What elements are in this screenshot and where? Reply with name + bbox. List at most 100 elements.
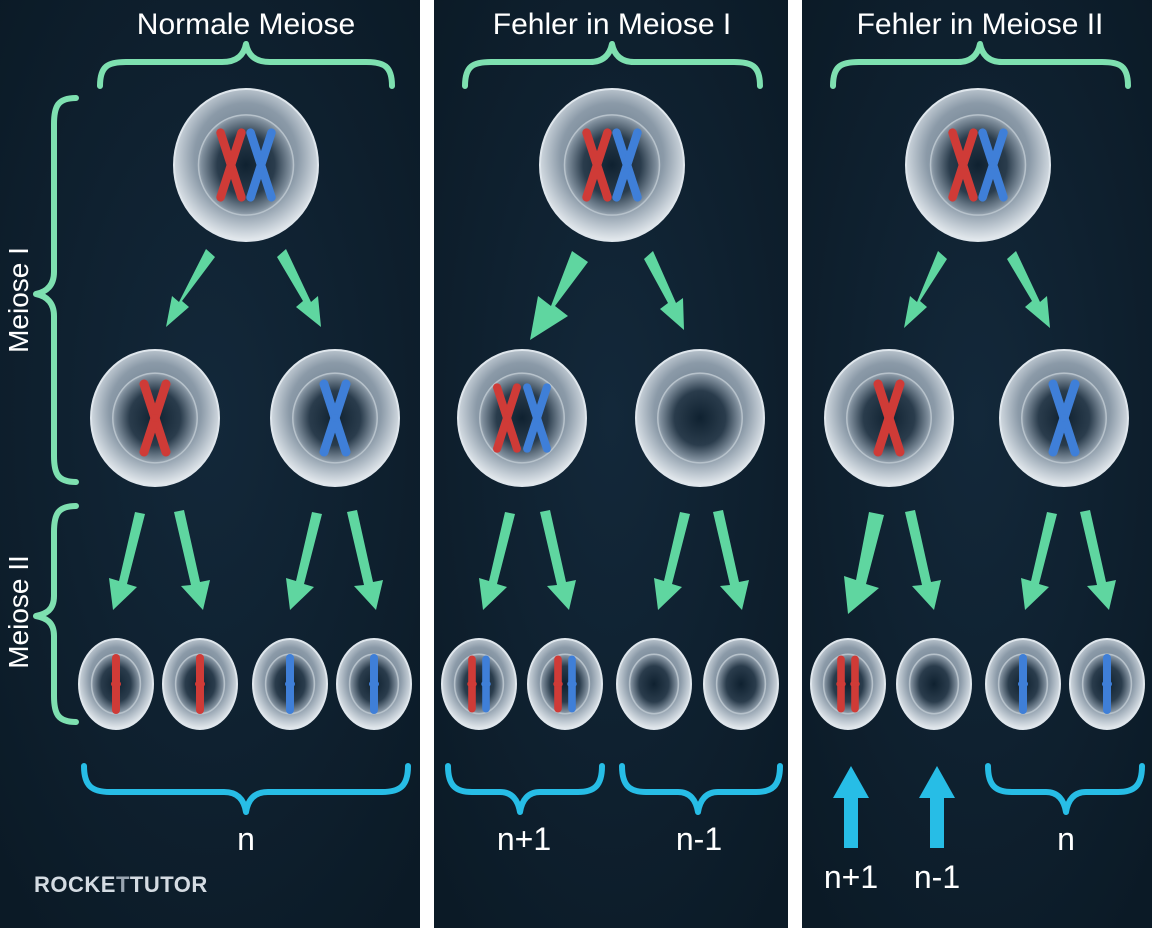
chromosome-rod <box>467 655 477 713</box>
daughter-cell <box>270 349 400 487</box>
chromosome-rod <box>1102 654 1112 714</box>
parent-cell <box>173 88 319 242</box>
panel-title-meiosis1-error: Fehler in Meiose I <box>493 8 731 41</box>
cell-nucleus <box>539 653 591 715</box>
arrow-thick <box>530 251 588 340</box>
chromosome-x <box>1048 379 1080 457</box>
result-brace-normal <box>81 763 411 815</box>
arrow <box>286 512 322 610</box>
gamete-cell <box>336 638 412 730</box>
chromosome-x <box>582 128 612 202</box>
brand-logo: ROCKETTUTOR <box>34 872 208 897</box>
meiosis2-label: Meiose II <box>3 555 34 669</box>
meiosis2-brace <box>33 503 79 725</box>
chromosome-x <box>978 128 1008 202</box>
arrow <box>479 512 515 610</box>
chromosome-rod <box>553 655 563 713</box>
arrow <box>1080 510 1116 610</box>
gamete-cell <box>810 638 886 730</box>
parent-cell <box>539 88 685 242</box>
brand-part-1: ROCKE <box>34 872 116 897</box>
gamete-cell <box>252 638 328 730</box>
arrow <box>540 510 576 610</box>
chromosome-rod <box>836 655 846 713</box>
daughter-cell <box>635 349 765 487</box>
cell-nucleus <box>563 114 661 216</box>
chromosome-x <box>246 128 276 202</box>
arrow <box>174 510 210 610</box>
cell-nucleus <box>929 114 1027 216</box>
result-brace-minus-one <box>619 763 783 815</box>
ploidy-label-plus-one: n+1 <box>497 821 551 857</box>
cell-nucleus <box>908 653 960 715</box>
ploidy-label-plus-one: n+1 <box>824 859 878 895</box>
gamete-cell <box>527 638 603 730</box>
ploidy-label-normal: n <box>1057 821 1075 857</box>
cell-nucleus <box>479 372 565 464</box>
ploidy-label-minus-one: n-1 <box>676 821 722 857</box>
divider-right <box>788 0 802 928</box>
arrow <box>1021 512 1057 610</box>
cell-nucleus <box>657 372 743 464</box>
arrow <box>644 251 684 330</box>
cell-nucleus <box>197 114 295 216</box>
ploidy-label-minus-one: n-1 <box>914 859 960 895</box>
arrows <box>109 249 1116 614</box>
chromosome-x <box>216 128 246 202</box>
chromosome-x <box>139 379 171 457</box>
daughter-cell <box>824 349 954 487</box>
chromosome-x <box>948 128 978 202</box>
up-arrow-plus-one <box>833 766 869 848</box>
cells <box>78 88 1145 730</box>
phase-braces <box>33 95 79 725</box>
arrow <box>347 510 383 610</box>
daughter-cell <box>90 349 220 487</box>
arrow <box>277 249 321 327</box>
title-brace-meiosis2-error <box>830 41 1131 89</box>
meiosis1-label: Meiose I <box>3 247 34 353</box>
cell-nucleus <box>822 653 874 715</box>
chromosome-rod <box>195 654 205 714</box>
meiosis1-brace <box>33 95 79 485</box>
gamete-cell <box>441 638 517 730</box>
chromosome-x <box>319 379 351 457</box>
brand-part-2: T <box>116 872 130 897</box>
arrow <box>109 512 145 610</box>
chromosome-x <box>873 379 905 457</box>
chromosome-rod <box>481 655 491 713</box>
chromosome-x <box>523 383 551 453</box>
gamete-cell <box>703 638 779 730</box>
title-brace-normal <box>97 41 395 89</box>
arrow <box>1007 251 1050 328</box>
gamete-cell <box>78 638 154 730</box>
up-arrows <box>833 766 955 848</box>
ploidy-label-normal: n <box>237 821 255 857</box>
cell-nucleus <box>628 653 680 715</box>
up-arrow-minus-one <box>919 766 955 848</box>
result-braces <box>81 763 1145 815</box>
chromosome-rod <box>850 655 860 713</box>
panel-title-normal: Normale Meiose <box>137 8 355 41</box>
result-brace-normal-haploid <box>985 763 1145 815</box>
panel-title-meiosis2-error: Fehler in Meiose II <box>857 8 1104 41</box>
title-braces <box>97 41 1131 89</box>
gamete-cell <box>162 638 238 730</box>
arrow <box>654 512 690 610</box>
chromosome-rod <box>369 654 379 714</box>
gamete-cell <box>1069 638 1145 730</box>
daughter-cell <box>999 349 1129 487</box>
divider-left <box>420 0 434 928</box>
gamete-cell <box>985 638 1061 730</box>
chromosome-x <box>493 383 521 453</box>
arrow <box>905 510 941 610</box>
chromosome-rod <box>111 654 121 714</box>
gamete-cell <box>616 638 692 730</box>
arrow <box>904 251 947 328</box>
gamete-cell <box>896 638 972 730</box>
result-brace-plus-one <box>445 763 605 815</box>
chromosome-rod <box>285 654 295 714</box>
brand-part-3: TUTOR <box>130 872 208 897</box>
arrow <box>166 249 215 327</box>
chromosome-rod <box>1018 654 1028 714</box>
